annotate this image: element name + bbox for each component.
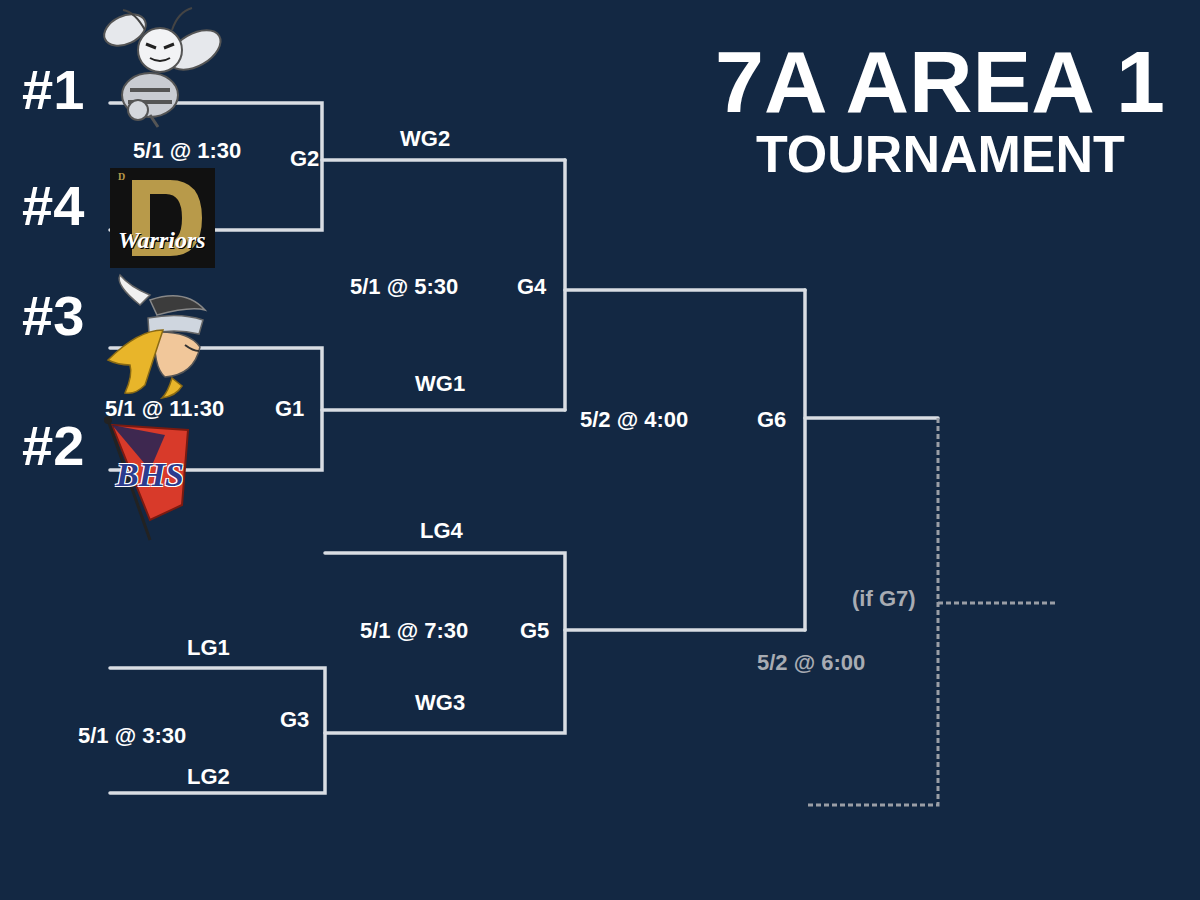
logo-wordmark: BHS — [116, 458, 184, 492]
slot-label: LG2 — [187, 766, 230, 788]
slot-label: WG3 — [415, 692, 465, 714]
game-number: G3 — [280, 709, 309, 731]
seed-number: #2 — [22, 418, 84, 474]
slot-label: WG1 — [415, 373, 465, 395]
game-number: G6 — [757, 409, 786, 431]
viking-logo — [108, 275, 205, 398]
game-time: 5/1 @ 11:30 — [105, 398, 224, 420]
warriors-logo — [110, 168, 215, 268]
logo-wordmark: Warriors — [118, 228, 206, 252]
game-number: G5 — [520, 620, 549, 642]
game-time: 5/2 @ 4:00 — [580, 409, 688, 431]
game-number: G1 — [275, 398, 304, 420]
slot-label: WG2 — [400, 128, 450, 150]
seed-number: #3 — [22, 288, 84, 344]
title-subline: TOURNAMENT — [756, 128, 1125, 180]
slot-label: LG4 — [420, 520, 463, 542]
game-time: 5/1 @ 7:30 — [360, 620, 468, 642]
slot-label: LG1 — [187, 637, 230, 659]
game-number: G2 — [290, 148, 319, 170]
game-time: 5/1 @ 5:30 — [350, 276, 458, 298]
if-game-label: (if G7) — [852, 588, 916, 610]
bracket-lines — [110, 103, 938, 793]
hornet-logo — [99, 8, 227, 127]
game-time: 5/1 @ 3:30 — [78, 725, 186, 747]
seed-number: #1 — [22, 62, 84, 118]
game-time: 5/1 @ 1:30 — [133, 140, 241, 162]
logo-letter: D — [118, 172, 125, 182]
seed-number: #4 — [22, 178, 84, 234]
title: 7A AREA 1 — [715, 38, 1165, 126]
game-time: 5/2 @ 6:00 — [757, 652, 865, 674]
game-number: G4 — [517, 276, 546, 298]
if-game-lines — [805, 418, 1055, 805]
bhs-logo — [104, 416, 188, 540]
